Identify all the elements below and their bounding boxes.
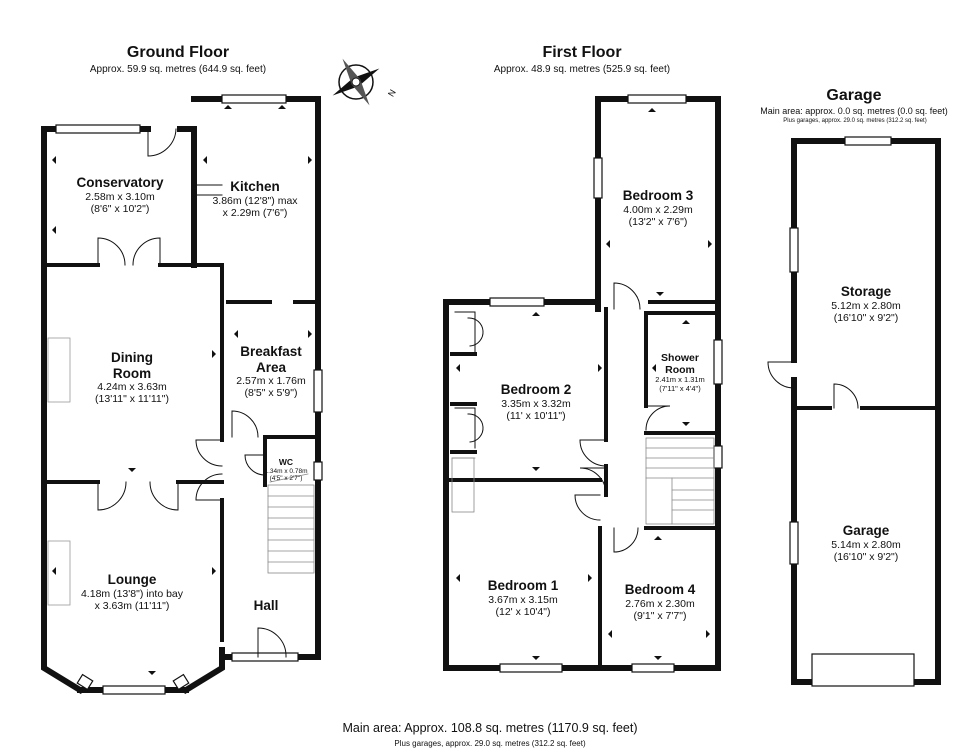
room-garage-name: Garage [842,523,890,538]
room-dining-dim-imperial: (13'11" x 11'11") [95,393,169,406]
room-lounge-dim: 4.18m (13'8") into bay [80,587,184,600]
room-shower-dim: 2.41m x 1.31m [655,375,705,385]
room-dining-name: Dining [111,350,153,365]
room-lounge-name: Lounge [107,572,157,587]
ground-floor-internal-walls [42,263,320,642]
room-shower: Shower Room 2.41m x 1.31m (7'11" x 4'4") [648,352,712,393]
room-breakfast-name-2: Area [255,359,287,375]
room-kitchen-name: Kitchen [230,179,280,194]
room-conservatory: Conservatory 2.58m x 3.10m (8'6" x 10'2"… [50,175,190,215]
room-bedroom2-dim: 3.35m x 3.32m [501,397,571,410]
first-floor-internal-walls [444,300,720,670]
ground-floor-area: Approx. 59.9 sq. metres (644.9 sq. feet) [89,64,267,75]
room-bedroom4: Bedroom 4 2.76m x 2.30m (9'1" x 7'7") [606,582,714,622]
ground-floor-windows [55,94,323,695]
garage-floor-area: Main area: approx. 0.0 sq. metres (0.0 s… [760,106,948,116]
room-bedroom1: Bedroom 1 3.67m x 3.15m (12' x 10'4") [458,578,588,618]
first-floor-area: Approx. 48.9 sq. metres (525.9 sq. feet) [493,64,671,75]
room-kitchen-dim: 3.86m (12'8") max [212,194,298,207]
first-floor-title: First Floor [542,44,622,61]
room-wc: WC 1.34m x 0.78m (4'5" x 2'7") [256,457,316,483]
first-floor-stairs [451,437,715,525]
ground-floor-doors [97,128,287,658]
room-bedroom2-dim-imperial: (11' x 10'11") [506,409,566,422]
room-wc-dim-imperial: (4'5" x 2'7") [269,475,303,483]
room-lounge: Lounge 4.18m (13'8") into bay x 3.63m (1… [62,572,202,612]
room-wc-dim: 1.34m x 0.78m [264,467,308,475]
room-garage: Garage 5.14m x 2.80m (16'10" x 9'2") [800,523,932,563]
room-hall-name: Hall [253,598,279,613]
room-dining-name-2: Room [112,365,152,381]
room-shower-name-2: Room [665,364,695,377]
room-bedroom2: Bedroom 2 3.35m x 3.32m (11' x 10'11") [474,382,598,422]
room-bedroom2-name: Bedroom 2 [500,382,572,397]
garage-floor-area-extra: Plus garages, approx. 29.0 sq. metres (3… [783,118,927,124]
room-bedroom1-dim-imperial: (12' x 10'4") [495,605,551,618]
room-shower-dim-imperial: (7'11" x 4'4") [659,383,701,393]
room-storage-name: Storage [840,284,892,299]
room-shower-name: Shower [661,352,699,364]
room-bedroom3-dim-imperial: (13'2" x 7'6") [628,215,688,228]
room-conservatory-name: Conservatory [76,175,164,190]
compass-icon [332,58,380,106]
first-floor-doors [454,282,671,553]
room-breakfast-name: Breakfast [240,344,302,359]
room-storage-dim: 5.12m x 2.80m [831,299,901,312]
room-conservatory-dim-imperial: (8'6" x 10'2") [90,202,150,215]
room-garage-dim: 5.14m x 2.80m [831,538,901,551]
garage-windows [789,136,915,687]
room-kitchen-dim-imperial: x 2.29m (7'6") [222,206,288,219]
room-wc-name: WC [278,457,294,467]
window-markers [52,105,712,675]
room-bedroom4-dim-imperial: (9'1" x 7'7") [633,609,687,622]
garage-doors [767,361,859,409]
room-bedroom1-dim: 3.67m x 3.15m [488,593,558,606]
room-bedroom3-name: Bedroom 3 [622,188,694,203]
room-bedroom3-dim: 4.00m x 2.29m [623,203,693,216]
footer-main-area: Main area: Approx. 108.8 sq. metres (117… [342,721,638,735]
room-kitchen: Kitchen 3.86m (12'8") max x 2.29m (7'6") [196,179,314,219]
room-bedroom3: Bedroom 3 4.00m x 2.29m (13'2" x 7'6") [604,188,712,228]
room-garage-dim-imperial: (16'10" x 9'2") [833,550,899,563]
room-storage: Storage 5.12m x 2.80m (16'10" x 9'2") [800,284,932,324]
garage-walls [791,138,941,685]
room-dining-dim: 4.24m x 3.63m [97,381,167,394]
room-breakfast-dim-imperial: (8'5" x 5'9") [244,387,298,400]
room-conservatory-dim: 2.58m x 3.10m [85,190,155,203]
room-dining: Dining Room 4.24m x 3.63m (13'11" x 11'1… [62,350,202,405]
footer-garage-area: Plus garages, approx. 29.0 sq. metres (3… [394,739,586,748]
room-lounge-dim-imperial: x 3.63m (11'11") [94,599,170,612]
room-storage-dim-imperial: (16'10" x 9'2") [833,311,899,324]
room-breakfast: Breakfast Area 2.57m x 1.76m (8'5" x 5'9… [226,344,316,399]
ground-floor-stairs [267,473,315,574]
room-bedroom4-dim: 2.76m x 2.30m [625,597,695,610]
garage-floor-title: Garage [826,87,882,104]
room-breakfast-dim: 2.57m x 1.76m [236,375,306,388]
fireplaces [47,337,71,606]
first-floor-windows [489,94,723,673]
room-bedroom1-name: Bedroom 1 [487,578,559,593]
room-bedroom4-name: Bedroom 4 [624,582,696,597]
ground-floor-title: Ground Floor [126,44,230,61]
